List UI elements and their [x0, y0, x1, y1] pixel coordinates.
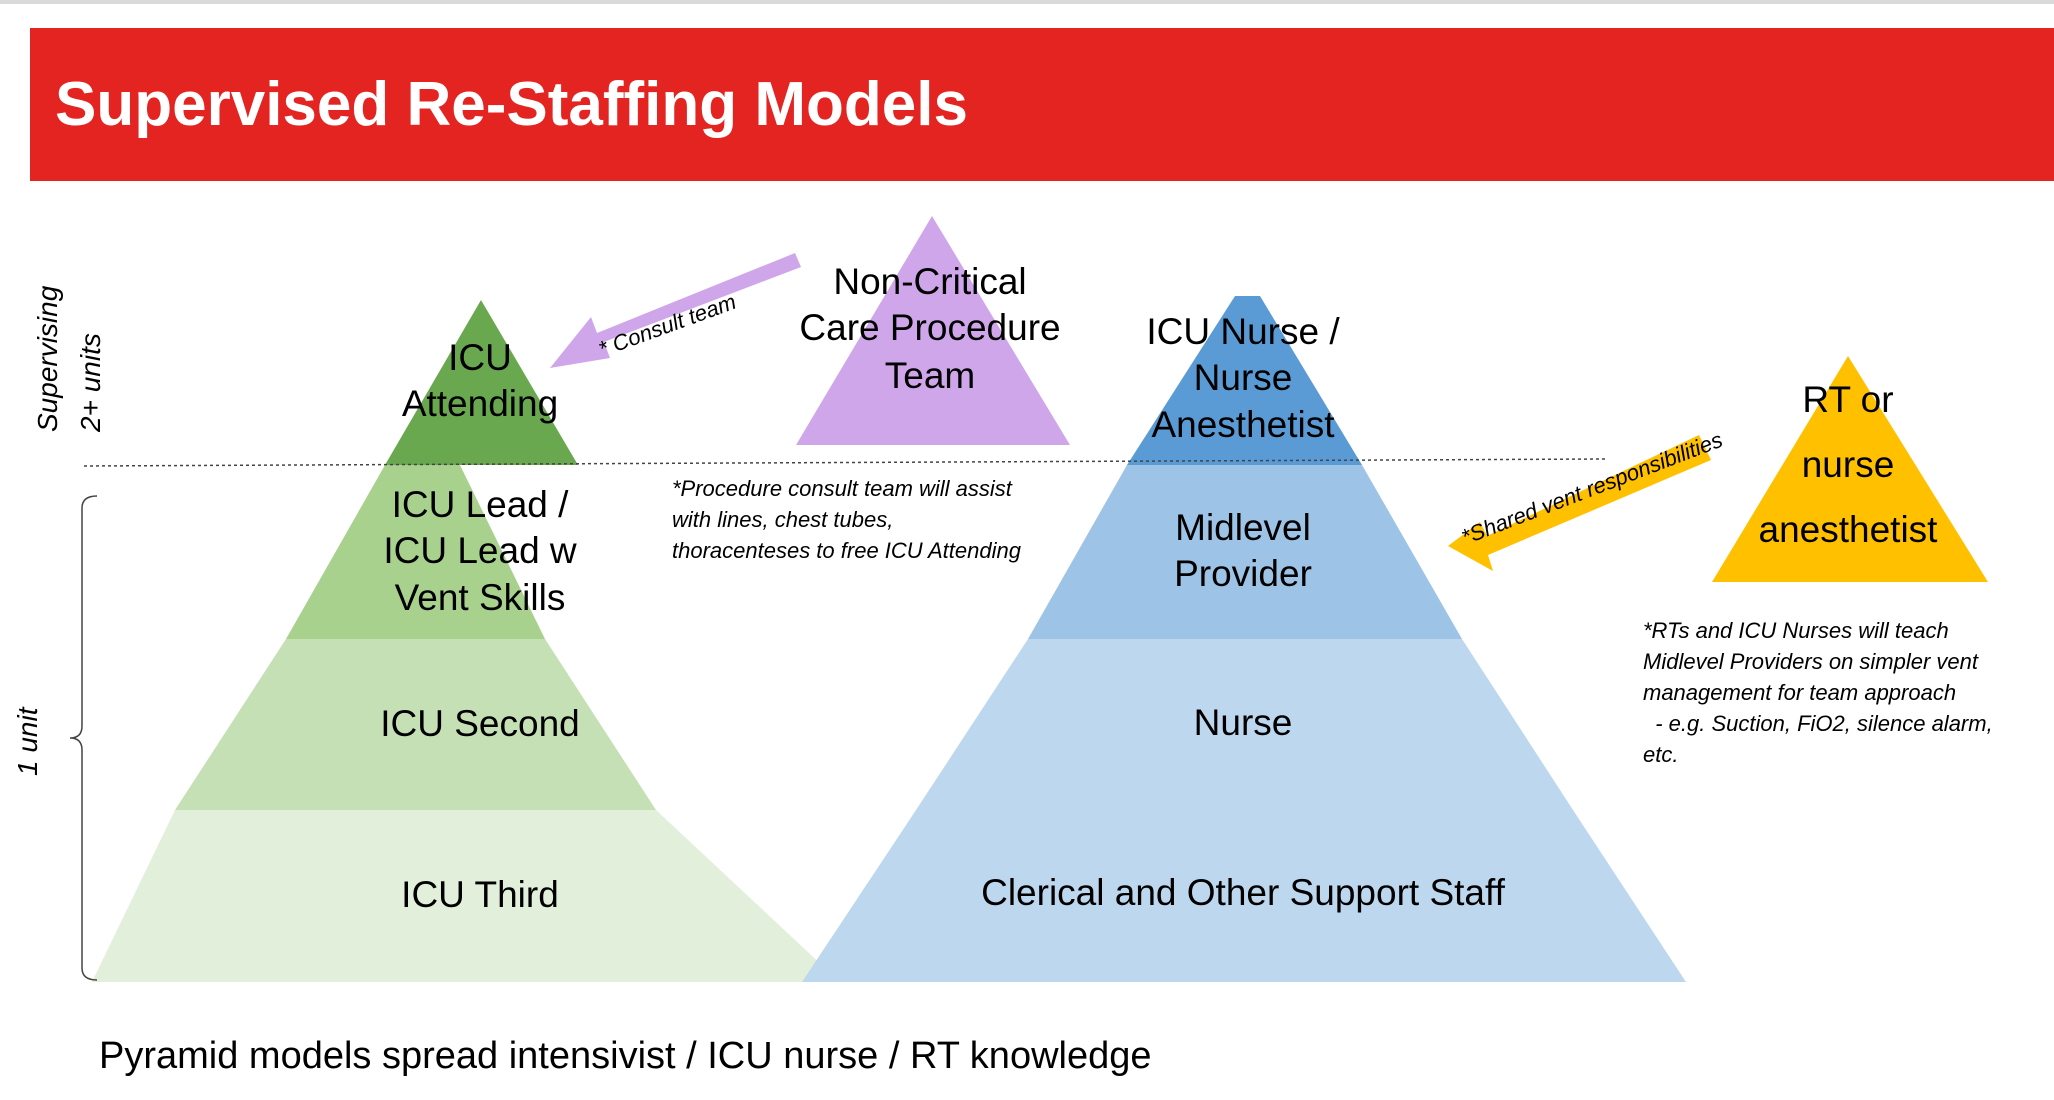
procedure-team-label-3: Team: [885, 355, 975, 396]
icu-attending-label-2: Attending: [402, 383, 558, 424]
one-unit-bracket: [69, 495, 98, 981]
midlevel-label-1: Midlevel: [1175, 507, 1311, 548]
vent-arrow-label: *Shared vent responsibilities: [1458, 427, 1726, 550]
rt-note-line-2: Midlevel Providers on simpler vent: [1643, 649, 1979, 674]
title-bar: Supervised Re-Staffing Models: [30, 28, 2054, 181]
slide-title: Supervised Re-Staffing Models: [55, 70, 968, 139]
icu-pyramid-lead-tier: [286, 465, 545, 639]
supervision-divider: [83, 458, 1607, 467]
rt-label-1: RT or: [1802, 379, 1893, 420]
nurse-pyramid-clerical-tier: [802, 810, 1686, 982]
icu-second-label: ICU Second: [380, 703, 580, 744]
procedure-note-line-2: with lines, chest tubes,: [672, 507, 893, 532]
procedure-note-line-3: thoracenteses to free ICU Attending: [672, 538, 1022, 563]
one-unit-label: 1 unit: [12, 706, 43, 776]
footer-caption: Pyramid models spread intensivist / ICU …: [99, 1035, 1152, 1077]
icu-nurse-label-3: Anesthetist: [1151, 404, 1335, 445]
procedure-team-label-1: Non-Critical: [833, 261, 1026, 302]
icu-lead-label-2: ICU Lead w: [383, 530, 577, 571]
nurse-pyramid-top-tier: [1127, 296, 1362, 465]
supervising-label-1: Supervising: [32, 285, 63, 432]
midlevel-label-2: Provider: [1174, 553, 1312, 594]
procedure-note-line-1: *Procedure consult team will assist: [672, 476, 1013, 501]
clerical-label: Clerical and Other Support Staff: [981, 872, 1505, 913]
rt-label-2: nurse: [1802, 444, 1895, 485]
icu-pyramid-second-tier: [175, 639, 656, 810]
rt-note-line-4: - e.g. Suction, FiO2, silence alarm,: [1643, 711, 1993, 736]
consult-arrow: [550, 253, 801, 368]
icu-nurse-label-1: ICU Nurse /: [1146, 311, 1340, 352]
icu-pyramid-third-tier: [92, 810, 840, 982]
rt-note-line-3: management for team approach: [1643, 680, 1956, 705]
rt-note-line-1: *RTs and ICU Nurses will teach: [1643, 618, 1949, 643]
icu-lead-label-1: ICU Lead /: [392, 484, 570, 525]
nurse-label: Nurse: [1194, 702, 1293, 743]
procedure-team-triangle: [796, 216, 1070, 445]
rt-label-3: anesthetist: [1759, 509, 1939, 550]
icu-pyramid-top-tier: [385, 300, 578, 465]
top-rule: [0, 0, 2054, 4]
nurse-pyramid-midlevel-tier: [1028, 465, 1462, 639]
icu-third-label: ICU Third: [401, 874, 559, 915]
rt-triangle: [1712, 356, 1988, 582]
icu-lead-label-3: Vent Skills: [395, 577, 566, 618]
nurse-pyramid-nurse-tier: [916, 639, 1573, 810]
procedure-team-label-2: Care Procedure: [799, 307, 1060, 348]
vent-arrow: [1448, 435, 1711, 571]
rt-note-line-5: etc.: [1643, 742, 1678, 767]
supervising-label-2: 2+ units: [75, 333, 106, 433]
icu-nurse-label-2: Nurse: [1194, 357, 1293, 398]
icu-attending-label-1: ICU: [448, 337, 512, 378]
